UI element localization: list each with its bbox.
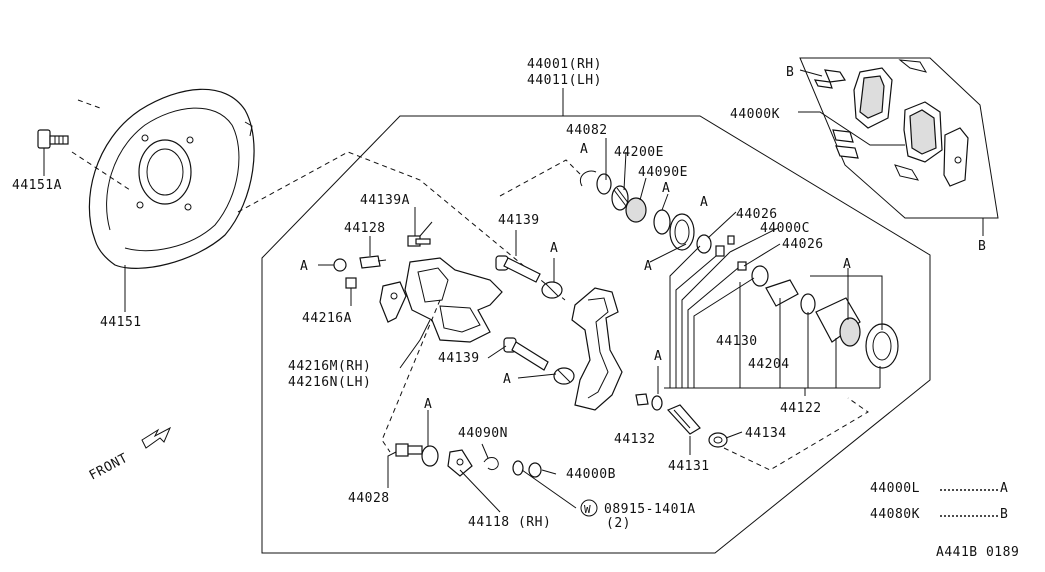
label-44026-a: 44026 xyxy=(736,207,778,222)
ref-a-2: A xyxy=(662,181,670,196)
piston-parts-drawing xyxy=(696,234,899,369)
caliper-body-drawing xyxy=(359,235,503,343)
label-44151: 44151 xyxy=(100,315,142,330)
washer-symbol-circle xyxy=(580,499,598,517)
label-08915-qty: (2) xyxy=(606,516,631,531)
backing-plate-drawing xyxy=(88,88,255,312)
ref-a-7: A xyxy=(503,372,511,387)
lower-parts-drawing xyxy=(395,443,542,478)
label-44000b: 44000B xyxy=(566,467,616,482)
label-44000k: 44000K xyxy=(730,107,780,122)
ref-a-3: A xyxy=(700,195,708,210)
label-44139a: 44139A xyxy=(360,193,410,208)
ref-b-1: B xyxy=(786,65,794,80)
plate-to-assembly-leader xyxy=(237,151,566,301)
label-44000c: 44000C xyxy=(760,221,810,236)
label-44132: 44132 xyxy=(614,432,656,447)
label-44139-top: 44139 xyxy=(498,213,540,228)
label-08915: 08915-1401A xyxy=(604,502,696,517)
label-44204: 44204 xyxy=(748,357,790,372)
screw-44216a-drawing xyxy=(345,277,357,303)
label-44082: 44082 xyxy=(566,123,608,138)
lower-dashed-leader xyxy=(381,299,441,453)
bolt-44151a-drawing xyxy=(37,129,69,172)
legend-b-part: 44080K xyxy=(870,507,920,522)
label-front: FRONT xyxy=(87,451,131,484)
label-assembly-rh: 44001(RH) xyxy=(527,57,602,72)
label-44128: 44128 xyxy=(344,221,386,236)
seal-set-top-drawing xyxy=(580,170,695,251)
diagram-code: A441B 0189 xyxy=(936,545,1019,560)
label-44151a: 44151A xyxy=(12,178,62,193)
pad-kit-outline xyxy=(799,57,999,219)
ref-a-5: A xyxy=(644,259,652,274)
adjuster-drawing xyxy=(635,393,728,448)
ref-a-9: A xyxy=(424,397,432,412)
label-44139-bottom: 44139 xyxy=(438,351,480,366)
washer-symbol: W xyxy=(584,503,591,516)
guide-pin-bottom-drawing xyxy=(503,337,575,385)
ref-a-8: A xyxy=(654,349,662,364)
legend-a-ref: A xyxy=(1000,481,1008,496)
pad-kit-drawing xyxy=(813,59,969,187)
label-44026-b: 44026 xyxy=(782,237,824,252)
guide-pin-top-drawing xyxy=(495,255,563,299)
ref-a-1: A xyxy=(580,142,588,157)
label-44216m: 44216M(RH) xyxy=(288,359,371,374)
lever-44216m-drawing xyxy=(379,281,407,323)
legend-a-part: 44000L xyxy=(870,481,920,496)
seal-set-leader xyxy=(499,159,583,197)
label-assembly-lh: 44011(LH) xyxy=(527,73,602,88)
ref-a-4: A xyxy=(550,241,558,256)
leader-lines xyxy=(43,69,984,513)
label-44200e: 44200E xyxy=(614,145,664,160)
label-44216n: 44216N(LH) xyxy=(288,375,371,390)
label-44131: 44131 xyxy=(668,459,710,474)
label-44118: 44118 (RH) xyxy=(468,515,551,530)
label-44028: 44028 xyxy=(348,491,390,506)
label-44090n: 44090N xyxy=(458,426,508,441)
label-44122: 44122 xyxy=(780,401,822,416)
legend-b-ref: B xyxy=(1000,507,1008,522)
ref-a-10: A xyxy=(843,257,851,272)
label-44130: 44130 xyxy=(716,334,758,349)
torque-member-drawing xyxy=(571,287,623,411)
label-44090e: 44090E xyxy=(638,165,688,180)
ref-a-6: A xyxy=(300,259,308,274)
bolt-leader xyxy=(71,99,131,191)
label-44216a: 44216A xyxy=(302,311,352,326)
assembly-outline xyxy=(261,115,931,554)
ref-b-2: B xyxy=(978,239,986,254)
label-44134: 44134 xyxy=(745,426,787,441)
a-part-left-drawing xyxy=(318,258,347,272)
